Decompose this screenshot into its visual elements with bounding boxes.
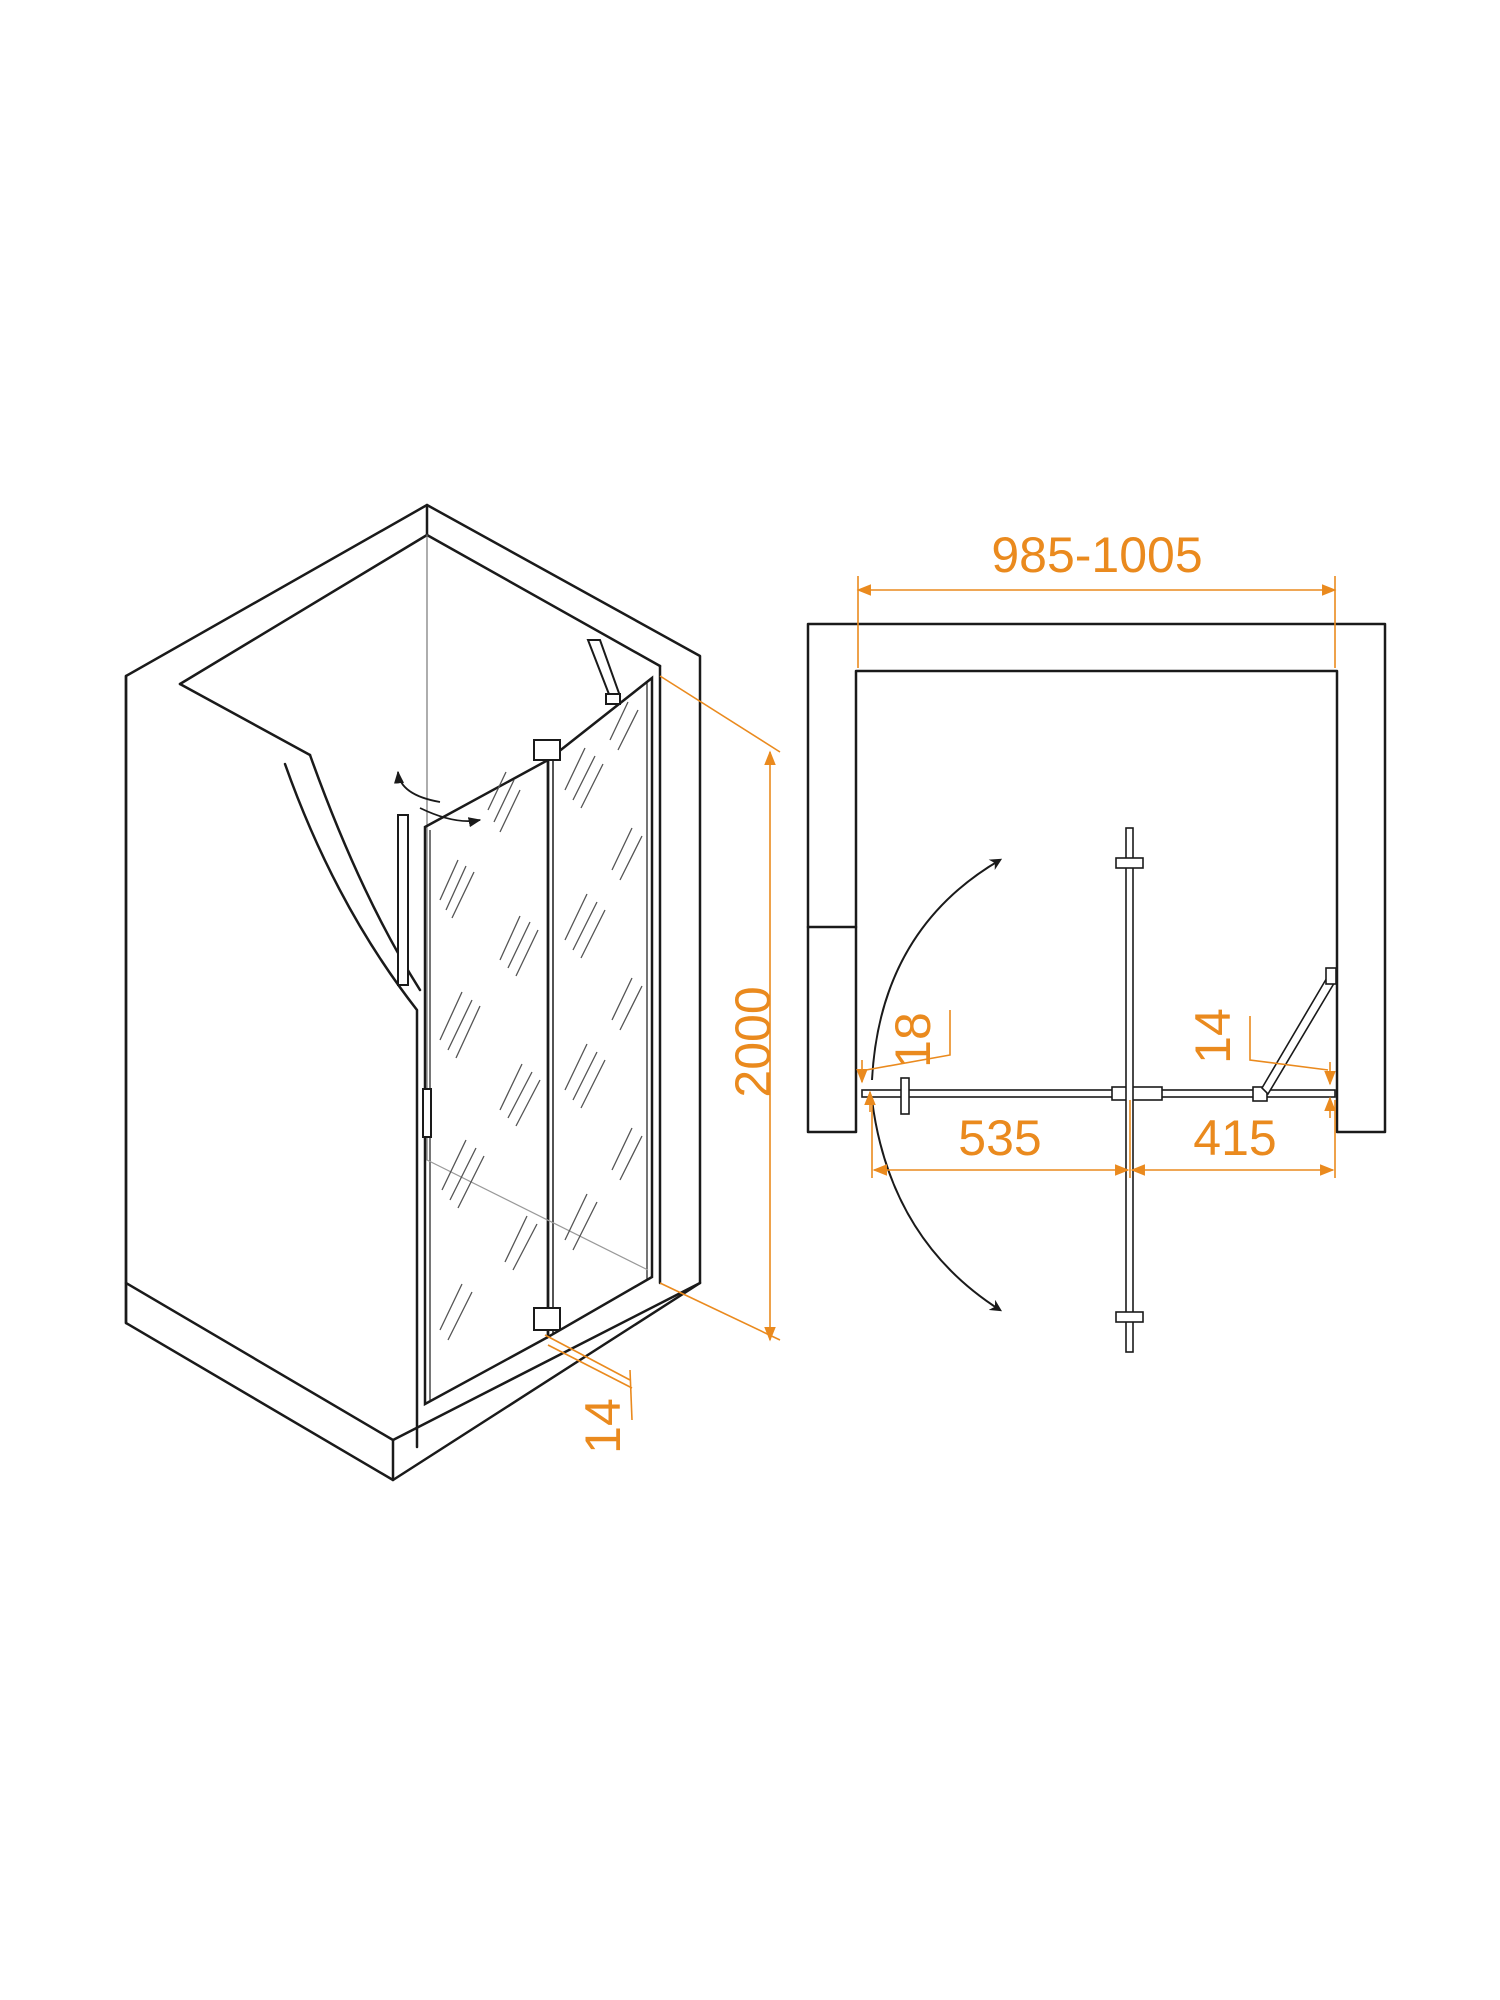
door-handle (422, 1088, 432, 1138)
isometric-view: 2000 14 (124, 503, 781, 1482)
iso-hardware (397, 639, 622, 1331)
plan-swing-arc (871, 858, 1003, 1312)
fixed-profile-label: 14 (1185, 1008, 1241, 1064)
fixed-glass (546, 675, 654, 1340)
glass-panels (423, 675, 654, 1407)
height-label: 2000 (725, 986, 781, 1097)
glass-reflection-hatching (439, 701, 643, 1341)
plan-view: 985-1005 18 (806, 527, 1387, 1353)
support-bar (586, 639, 622, 704)
iso-profile-dimension (544, 1334, 633, 1421)
plan-overall-width-dimension (856, 576, 1337, 668)
plan-open-door (1115, 827, 1144, 1353)
door-width-label: 535 (958, 1110, 1041, 1166)
fixed-panel-width-label: 415 (1193, 1110, 1276, 1166)
door-glass (423, 757, 550, 1407)
plan-door-profile-dimension (856, 1010, 951, 1112)
door-profile-label: 18 (885, 1012, 941, 1068)
iso-profile-label: 14 (575, 1398, 631, 1454)
plan-hinge (1111, 1086, 1163, 1101)
bottom-hinge (533, 1307, 561, 1331)
plan-walls (806, 622, 1387, 1134)
wall-profile (397, 814, 409, 986)
plan-fixed-profile-dimension (1249, 1016, 1336, 1118)
shower-enclosure-walls (124, 503, 702, 1482)
top-hinge (533, 739, 561, 761)
plan-support-bar (1260, 974, 1338, 1096)
plan-panel-width-dimensions (871, 1100, 1336, 1178)
iso-height-dimension (659, 675, 781, 1342)
overall-width-label: 985-1005 (991, 527, 1202, 583)
iso-swing-arrows (393, 770, 482, 828)
plan-handle (900, 1077, 910, 1115)
